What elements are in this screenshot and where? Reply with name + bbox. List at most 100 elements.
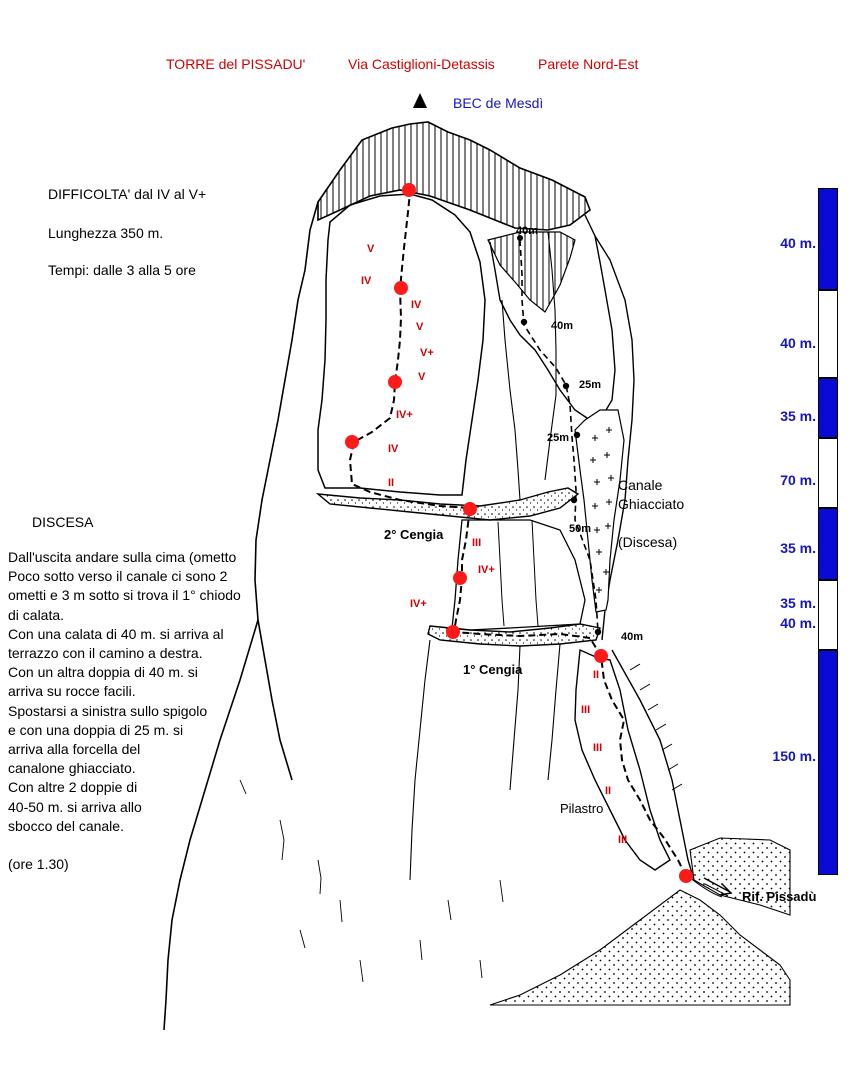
- descent-line: (ore 1.30): [8, 856, 69, 873]
- grade-label: III: [581, 704, 590, 716]
- inner-ridge-2: [501, 299, 521, 501]
- belay-dot: [446, 625, 460, 639]
- wall-left-edge: [254, 201, 319, 781]
- scale-segment-label: 35 m.: [780, 540, 816, 556]
- descent-description: Dall'uscita andare sulla cima (ometto Po…: [8, 548, 241, 874]
- belay-stations: [345, 183, 693, 883]
- rappel-length-label: 25m: [547, 432, 569, 444]
- grade-label: V+: [420, 347, 434, 359]
- scree-right: [689, 837, 791, 916]
- summit-label: BEC de Mesdì: [453, 95, 544, 111]
- gully-descent-label: (Discesa): [618, 534, 677, 550]
- rappel-length-label: 25m: [579, 379, 601, 391]
- gully-crosses: [590, 427, 614, 593]
- descent-line: ometti e 3 m sotto si trova il 1° chiodo: [8, 587, 241, 604]
- descent-line: e con una doppia di 25 m. si: [8, 721, 184, 738]
- belay-dot: [463, 502, 477, 516]
- grade-label: V: [418, 371, 426, 383]
- descent-line: Con una calata di 40 m. si arriva al: [8, 625, 224, 642]
- upper-face: [317, 193, 486, 496]
- scale-segment-label: 70 m.: [780, 472, 816, 488]
- scale-segment-label: 150 m.: [772, 748, 816, 764]
- belay-dot: [402, 183, 416, 197]
- ledge-2-band: [315, 487, 580, 521]
- rappel-length-label: 40m: [516, 225, 538, 237]
- rappel-length-label: 50m: [569, 523, 591, 535]
- grade-label: II: [605, 785, 611, 797]
- scale-segment-label: 40 m.: [780, 335, 816, 351]
- descent-line: canalone ghiacciato.: [8, 760, 136, 777]
- scale-segment: [818, 188, 838, 290]
- icy-gully: [574, 409, 625, 613]
- grade-label: II: [593, 669, 599, 681]
- descent-line: Dall'uscita andare sulla cima (ometto: [8, 549, 237, 565]
- lower-face-line: [547, 643, 561, 781]
- belay-dot: [394, 281, 408, 295]
- grade-label: II: [388, 477, 394, 489]
- middle-face: [451, 519, 586, 631]
- belay-dot: [388, 375, 402, 389]
- descent-line: Con un altra doppia di 40 m. si: [8, 664, 198, 681]
- descent-line: 40-50 m. si arriva allo: [8, 798, 142, 815]
- scree-bottom: [489, 889, 791, 1006]
- lower-face-line: [409, 639, 431, 881]
- grade-label: IV+: [410, 598, 427, 610]
- grade-label: IV+: [478, 564, 495, 576]
- inner-ridge: [544, 231, 557, 481]
- arrow-to-hut-icon: [704, 883, 729, 897]
- ledge-1-band: [427, 623, 601, 647]
- pillar: [574, 648, 671, 871]
- scale-segment: [818, 378, 838, 438]
- descent-line: Poco sotto verso il canale ci sono 2: [8, 568, 228, 585]
- belay-dot: [453, 571, 467, 585]
- grade-label: IV: [361, 275, 372, 287]
- title-peak: TORRE del PISSADU': [166, 56, 306, 72]
- length-text: Lunghezza 350 m.: [48, 225, 164, 241]
- rappel-length-label: 40m: [621, 631, 643, 643]
- grade-label: IV: [411, 299, 422, 311]
- scale-segment: [818, 508, 838, 580]
- belay-dot: [594, 649, 608, 663]
- descent-line: arriva su rocce facili.: [8, 683, 136, 700]
- scale-segment-label: 40 m.: [780, 235, 816, 251]
- lower-fissures: [239, 779, 504, 983]
- grade-label: IV+: [396, 409, 413, 421]
- gully-label: Canale: [618, 477, 663, 493]
- rappel-length-label: 40m: [551, 320, 573, 332]
- upper-right-block: [487, 231, 576, 313]
- grade-label: V: [416, 321, 424, 333]
- summit-cap: [317, 121, 591, 231]
- title-route: Via Castiglioni-Detassis: [348, 56, 495, 72]
- title-face: Parete Nord-Est: [538, 56, 639, 72]
- belay-dot: [345, 435, 359, 449]
- scale-segment: [818, 438, 838, 508]
- descent-line: Spostarsi a sinistra sullo spigolo: [8, 702, 208, 719]
- belay-dot: [679, 869, 693, 883]
- path-to-hut: [689, 877, 723, 898]
- hut-label: Rif. Pissadù: [742, 889, 816, 904]
- descent-line: arriva alla forcella del: [8, 741, 141, 758]
- pillar-label: Pilastro: [560, 801, 603, 816]
- middle-face-crack: [497, 521, 505, 627]
- scale-segment: [818, 290, 838, 378]
- ledge-1-label: 1° Cengia: [463, 662, 523, 677]
- gully-label: Ghiacciato: [618, 496, 684, 512]
- grade-label: III: [472, 537, 481, 549]
- lower-face-line: [509, 645, 521, 791]
- route-line: [348, 191, 687, 877]
- descent-line: [519, 239, 599, 633]
- rappel-anchors: [517, 235, 602, 636]
- descent-line: Con altre 2 doppie di: [8, 779, 138, 796]
- scale-segment-label: 35 m. 40 m.: [780, 595, 816, 631]
- lower-left-flank: [163, 619, 259, 1031]
- grade-label: V: [367, 243, 375, 255]
- scale-segment: [818, 580, 838, 650]
- arrow-to-hut-icon: [703, 877, 733, 896]
- summit-marker-icon: [413, 93, 427, 108]
- descent-line: di calata.: [8, 606, 65, 623]
- difficulty-text: DIFFICOLTA' dal IV al V+: [48, 186, 207, 202]
- ledge-2-label: 2° Cengia: [384, 527, 444, 542]
- right-tower: [489, 214, 616, 421]
- descent-line: terrazzo con il camino a destra.: [8, 645, 203, 662]
- scale-segment-label: 35 m.: [780, 408, 816, 424]
